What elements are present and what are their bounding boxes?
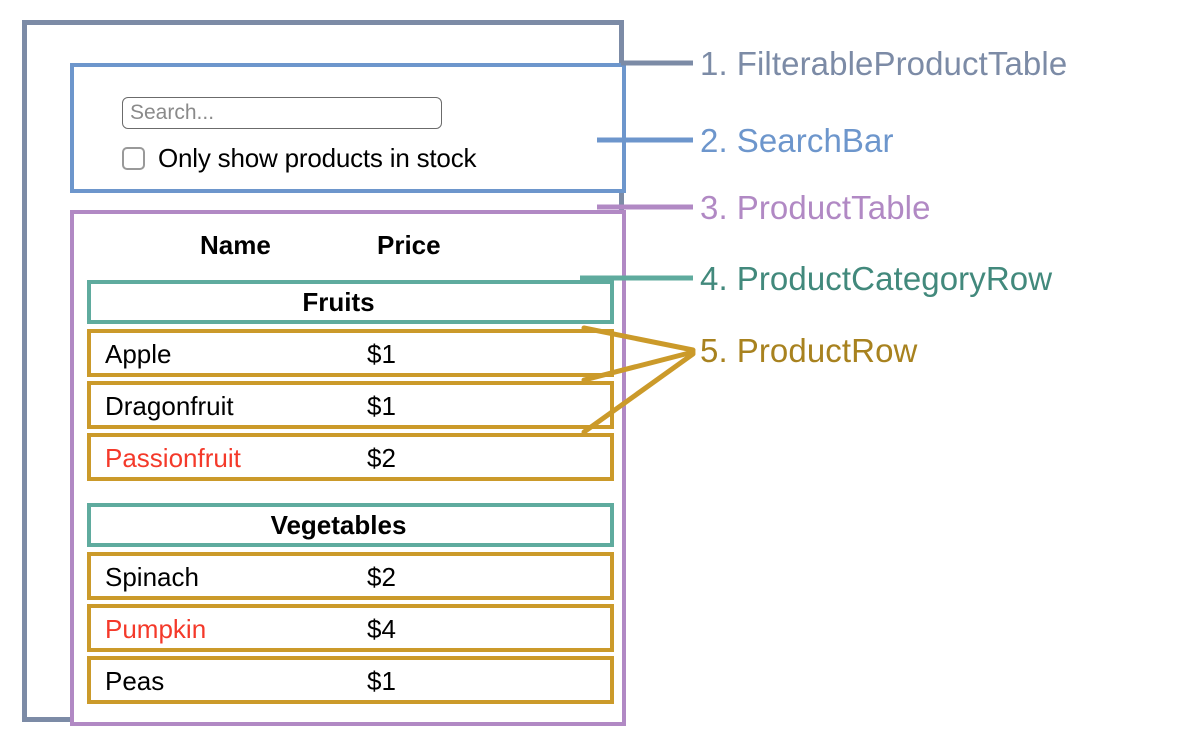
search-bar-frame: Only show products in stock <box>70 63 626 193</box>
product-price: $2 <box>367 562 396 592</box>
product-row[interactable]: Apple $1 <box>87 329 614 377</box>
legend-number: 4. <box>700 260 728 297</box>
product-row[interactable]: Peas $1 <box>87 656 614 704</box>
product-price: $1 <box>367 339 396 369</box>
column-header-name: Name <box>200 230 271 260</box>
product-category-label: Vegetables <box>270 509 407 540</box>
product-name: Passionfruit <box>105 443 241 473</box>
product-table-header-row: Name Price <box>87 214 614 280</box>
in-stock-checkbox-label: Only show products in stock <box>158 143 477 173</box>
legend-label: ProductTable <box>736 189 931 226</box>
legend-item-product-category-row: 4.ProductCategoryRow <box>700 260 1052 298</box>
legend-item-search-bar: 2.SearchBar <box>700 122 894 160</box>
product-price: $1 <box>367 666 396 696</box>
product-row[interactable]: Pumpkin $4 <box>87 604 614 652</box>
product-name: Peas <box>105 666 165 696</box>
product-price: $1 <box>367 391 396 421</box>
legend-label: ProductRow <box>736 332 918 369</box>
product-row[interactable]: Passionfruit $2 <box>87 433 614 481</box>
legend-item-product-table: 3.ProductTable <box>700 189 931 227</box>
product-name: Dragonfruit <box>105 391 234 421</box>
product-price: $4 <box>367 614 396 644</box>
legend-label: ProductCategoryRow <box>736 260 1053 297</box>
product-price: $2 <box>367 443 396 473</box>
product-table-frame: Name Price Fruits Apple $1 Dragonfruit $… <box>70 210 626 726</box>
legend-number: 3. <box>700 189 728 226</box>
legend-label: FilterableProductTable <box>736 45 1068 82</box>
product-table-body: Name Price Fruits Apple $1 Dragonfruit $… <box>87 214 614 704</box>
product-name: Pumpkin <box>105 614 207 644</box>
product-row[interactable]: Spinach $2 <box>87 552 614 600</box>
in-stock-checkbox-row[interactable]: Only show products in stock <box>122 143 476 174</box>
column-header-price: Price <box>377 230 441 260</box>
product-category-row: Fruits <box>87 280 614 324</box>
product-name: Apple <box>105 339 172 369</box>
legend-item-product-row: 5.ProductRow <box>700 332 917 370</box>
legend-number: 2. <box>700 122 728 159</box>
product-row[interactable]: Dragonfruit $1 <box>87 381 614 429</box>
product-category-row: Vegetables <box>87 503 614 547</box>
legend-number: 1. <box>700 45 728 82</box>
search-input[interactable] <box>122 97 442 129</box>
legend-item-filterable-product-table: 1.FilterableProductTable <box>700 45 1067 83</box>
checkbox-icon[interactable] <box>122 147 145 170</box>
section-spacer <box>87 481 614 503</box>
filterable-product-table-frame: Only show products in stock Name Price F… <box>22 20 626 726</box>
legend-label: SearchBar <box>736 122 894 159</box>
product-category-label: Fruits <box>302 286 375 317</box>
legend-number: 5. <box>700 332 728 369</box>
product-name: Spinach <box>105 562 199 592</box>
